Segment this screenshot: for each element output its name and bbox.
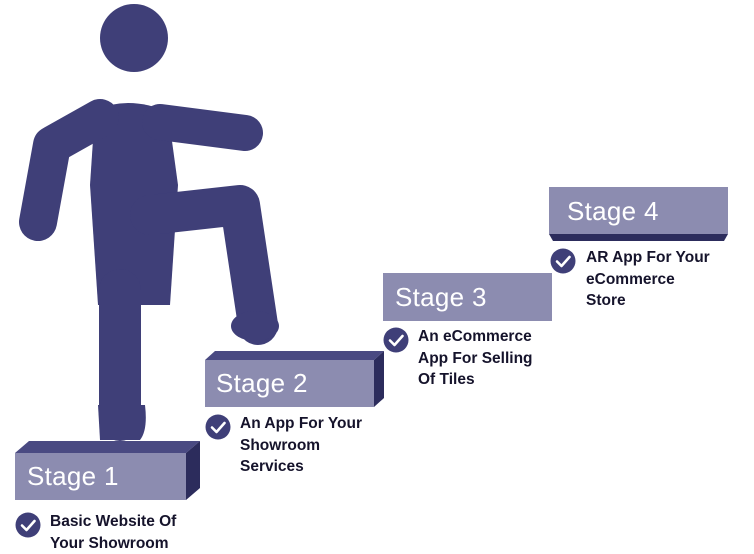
stage-4-label: Stage 4 (567, 196, 659, 226)
stage-3-label: Stage 3 (395, 282, 487, 312)
stage-3-description-line: An eCommerce (418, 328, 532, 345)
stage-2-step (205, 351, 384, 407)
stage-1-label: Stage 1 (27, 461, 119, 491)
stage-2-label: Stage 2 (216, 368, 308, 398)
stage-2-description-line: An App For Your (240, 415, 362, 432)
stage-3-description: An eCommerce App For Selling Of Tiles (418, 326, 533, 391)
check-icon (383, 327, 409, 353)
stage-3-step (383, 273, 552, 321)
climbing-person-icon (19, 4, 279, 441)
stage-4-description-line: AR App For Your (586, 249, 710, 266)
stage-4-step (549, 187, 728, 241)
stage-4-description: AR App For Your eCommerce Store (586, 247, 710, 312)
stage-1-description-line: Basic Website Of (50, 513, 177, 530)
check-icon (205, 414, 231, 440)
stage-3-description-line: Of Tiles (418, 371, 475, 388)
stage-4-description-line: eCommerce (586, 270, 675, 288)
stage-2-description-line: Services (240, 458, 304, 475)
check-icon (550, 248, 576, 274)
person-head (100, 4, 168, 72)
stage-2-description-line: Showroom (240, 436, 321, 454)
check-icon (15, 512, 41, 538)
stage-1-description-line: Your Showroom (50, 534, 169, 552)
stage-1-description: Basic Website Of Your Showroom (50, 511, 176, 554)
stage-2-description: An App For Your Showroom Services (240, 413, 362, 478)
stage-4-description-line: Store (586, 292, 626, 309)
stage-1-step (15, 441, 200, 500)
stage-3-description-line: App For Selling (418, 349, 533, 367)
